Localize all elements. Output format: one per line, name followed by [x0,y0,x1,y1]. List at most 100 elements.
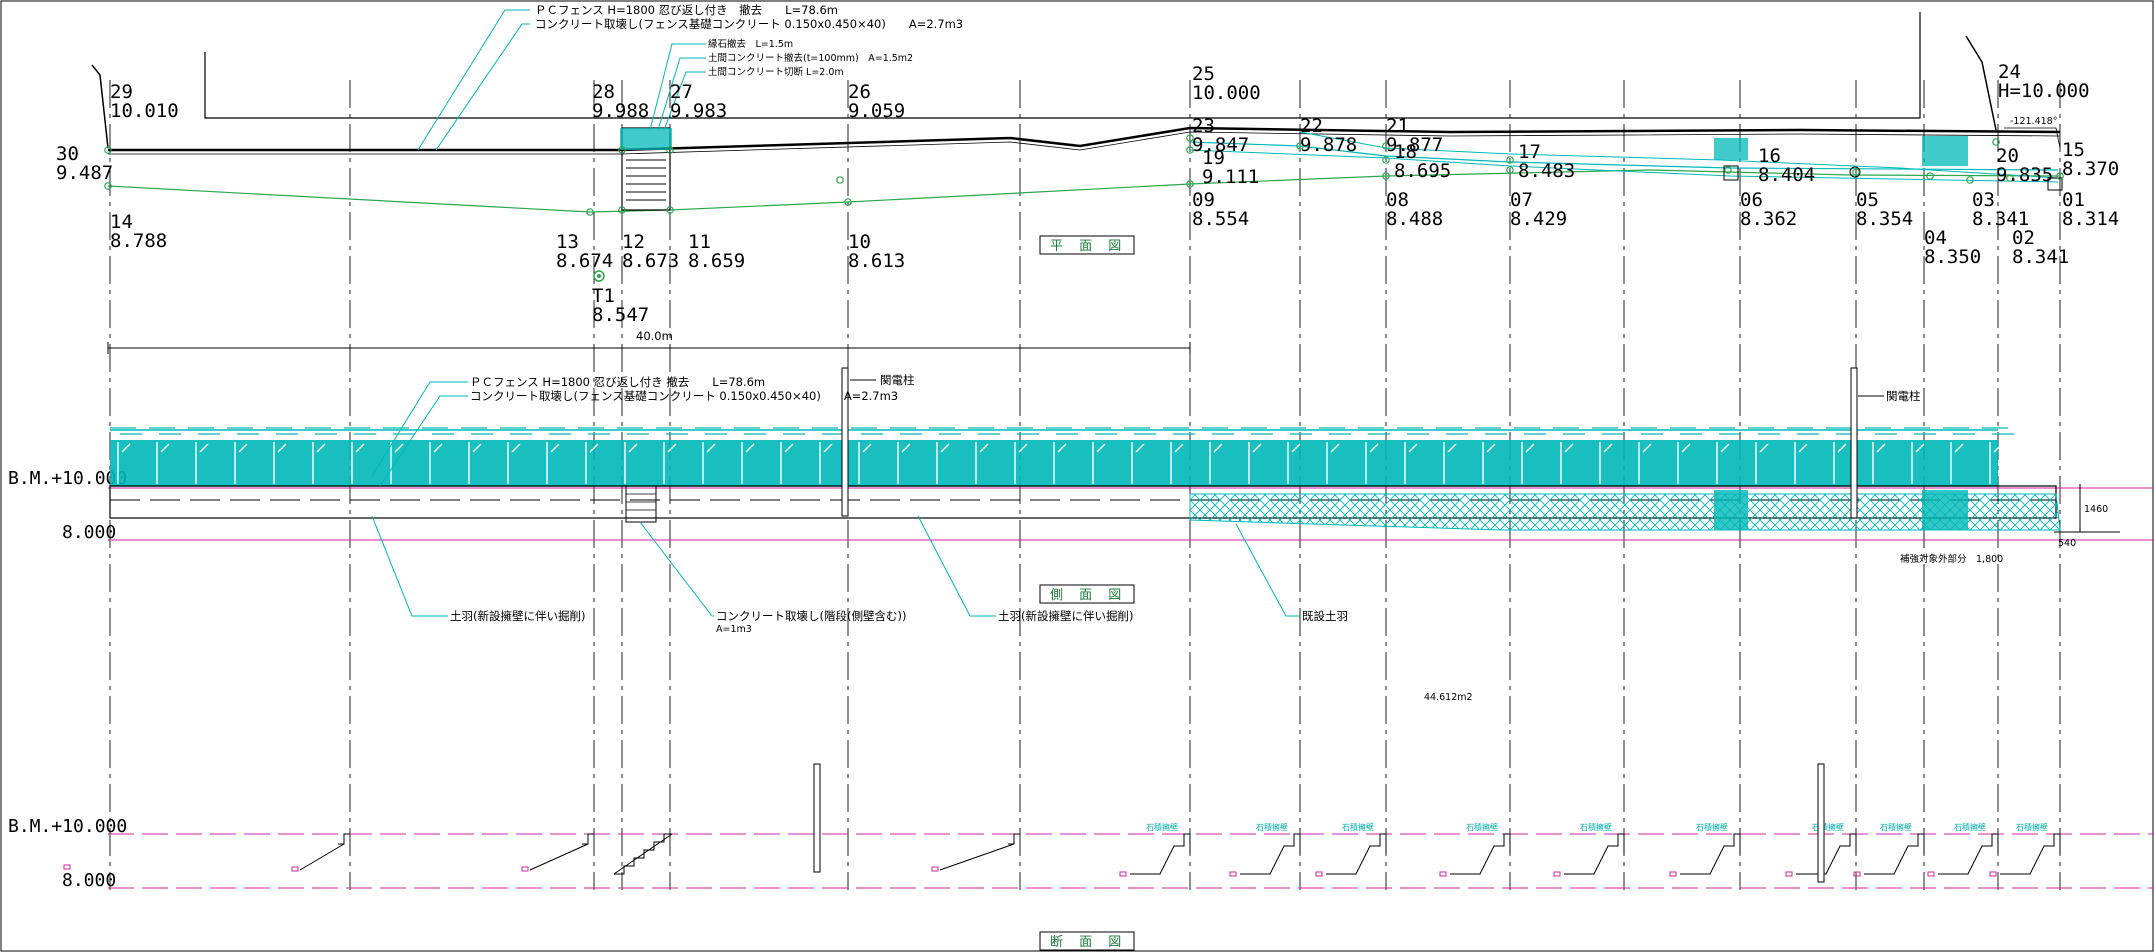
point-id-label: 09 [1192,189,1215,211]
point-id-label: 16 [1758,145,1781,167]
section-wall [338,833,350,845]
survey-line-3 [1299,131,2059,179]
section-marker [63,864,71,870]
point-id-label: 26 [848,81,871,103]
side-note-stairs-area: A=1m3 [716,624,752,635]
boundary-left [91,64,109,149]
point-elevation-label: 8.788 [110,230,167,252]
point-elevation-label: 8.362 [1740,208,1797,230]
survey-point [1852,168,1860,176]
wall-tag: 石積擁壁 [1580,822,1612,832]
fence-brace [745,443,755,453]
plan-box-01 [2047,177,2063,191]
side-view: B.M.+10.000 8.000 関電柱 関電柱 [8,367,2154,703]
side-callouts [371,515,1300,617]
section-marker [1553,871,1561,877]
survey-line-2 [1189,149,2059,183]
point-id-label: 30 [56,143,79,165]
plan-survey-points [104,134,2064,216]
plan-title-box: 平 面 図 [1039,235,1135,255]
side-note-fence-concrete: コンクリート取壊し(フェンス基礎コンクリート 0.150x0.450×40) A… [470,389,898,403]
point-elevation-label: 9.878 [1300,134,1357,156]
angle-leader [2004,127,2061,149]
point-id-label: 19 [1202,147,1225,169]
section-marker [1853,871,1861,877]
point-id-label: 20 [1996,145,2019,167]
fence-brace [1993,443,2003,453]
point-elevation-label: 8.429 [1510,208,1567,230]
survey-point [1186,134,1194,142]
side-note-slope-left: 土羽(新設擁壁に伴い掘削) [450,609,585,623]
survey-point [618,206,626,214]
fence-brace [1798,443,1808,453]
point-elevation-label: 9.059 [848,100,905,122]
fence-brace [1642,443,1652,453]
point-id-label: 14 [110,211,133,233]
section-retaining-wall [1864,833,1925,875]
section-marker [1315,871,1323,877]
plan-note-fence-concrete: コンクリート取壊し(フェンス基礎コンクリート 0.150x0.450×40) A… [535,17,963,31]
side-title-box: 側 面 図 [1039,584,1135,604]
point-elevation-label: 8.488 [1386,208,1443,230]
point-elevation-label: 10.000 [1192,82,1261,104]
fence-brace [355,443,365,453]
fence-brace [1486,443,1496,453]
side-note-not-reinforced: 補強対象外部分 [1900,553,1967,565]
section-marker [1229,871,1237,877]
point-elevation-label: 9.983 [670,100,727,122]
survey-point [1506,166,1514,174]
fence-brace [238,443,248,453]
section-view: B.M.+10.000 8.000 石積擁壁石積擁壁石積擁壁石積擁壁石積擁壁石積… [8,763,2154,951]
fence-brace [1369,443,1379,453]
fence-brace [1057,443,1067,453]
point-id-label: 12 [622,231,645,253]
survey-point [1724,166,1732,174]
plan-note-fence: ＰＣフェンス H=1800 忍び返し付き 撤去 L=78.6m [535,3,838,17]
point-id-label: 27 [670,81,693,103]
point-elevation-label: 8.314 [2062,208,2119,230]
point-elevation-label: 8.695 [1394,160,1451,182]
section-marker [1119,871,1127,877]
point-id-label: 18 [1394,141,1417,163]
fence-brace [472,443,482,453]
wall-tag: 石積擁壁 [1696,822,1728,832]
survey-point [618,146,626,154]
section-title: 断 面 図 [1050,935,1127,950]
pole-left [841,367,849,517]
survey-point [1992,138,2000,146]
point-elevation-label: 8.674 [556,250,613,272]
point-id-label: 08 [1386,189,1409,211]
survey-line [1189,141,2059,171]
survey-point [1506,156,1514,164]
stair-treads [626,159,666,201]
point-id-label: 01 [2062,189,2085,211]
section-bm-top-label: B.M.+10.000 [8,816,127,837]
wall-tag: 石積擁壁 [1256,822,1288,832]
plan-block-20 [1922,136,1968,166]
fence-brace [901,443,911,453]
survey-point [844,198,852,206]
point-id-label: 17 [1518,141,1541,163]
pole-left-label: 関電柱 [880,373,915,387]
fence-brace [823,443,833,453]
toe-line [107,169,2061,213]
plan-title: 平 面 図 [1050,239,1127,254]
side-note-existing-slope: 既設土羽 [1302,609,1348,623]
fence-brace [1603,443,1613,453]
point-elevation-label: 9.487 [56,162,113,184]
side-bm-bottom-label: 8.000 [62,522,116,543]
section-marker [291,866,299,872]
survey-point [1382,156,1390,164]
point-elevation-label: 9.847 [1192,134,1249,156]
section-stairs [613,833,673,875]
section-retaining-wall [1680,833,1741,875]
survey-point [2056,172,2064,180]
section-retaining-wall [1326,833,1387,875]
point-elevation-label: 8.404 [1758,164,1815,186]
side-note-fence: ＰＣフェンス H=1800 忍び返し付き 撤去 L=78.6m [470,375,765,389]
point-elevation-label: 8.547 [592,304,649,326]
section-wall [582,833,594,845]
pole-right-label: 関電柱 [1886,389,1921,403]
fence-brace [433,443,443,453]
